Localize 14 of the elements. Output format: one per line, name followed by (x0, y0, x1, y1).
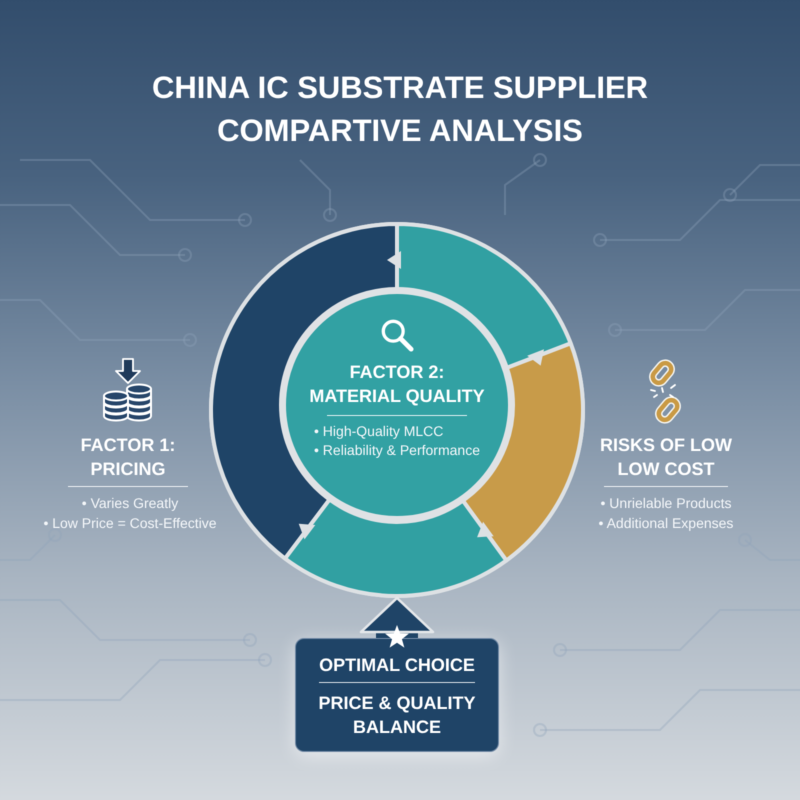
bullet-item: • Low Price = Cost-Effective (43, 514, 217, 533)
heading: RISKS OF LOW LOW COST (599, 434, 733, 481)
bullet-item: • High-Quality MLCC (314, 422, 444, 441)
bullet-item: • Unrielable Products (600, 494, 732, 513)
block-arrow (360, 596, 434, 638)
heading: FACTOR 2: MATERIAL QUALITY (308, 361, 486, 408)
heading: PRICE & QUALITY BALANCE (317, 692, 476, 739)
title: CHINA IC SUBSTRATE SUPPLIER COMPARTIVE ANALYSIS (150, 69, 650, 150)
bullet-item: • Reliability & Performance (314, 441, 480, 460)
bullet-item: • Varies Greatly (82, 494, 178, 513)
summary-box (295, 638, 499, 752)
bullet-item: • Additional Expenses (598, 514, 734, 533)
heading: FACTOR 1: PRICING (80, 434, 176, 481)
heading: OPTIMAL CHOICE (319, 654, 475, 677)
